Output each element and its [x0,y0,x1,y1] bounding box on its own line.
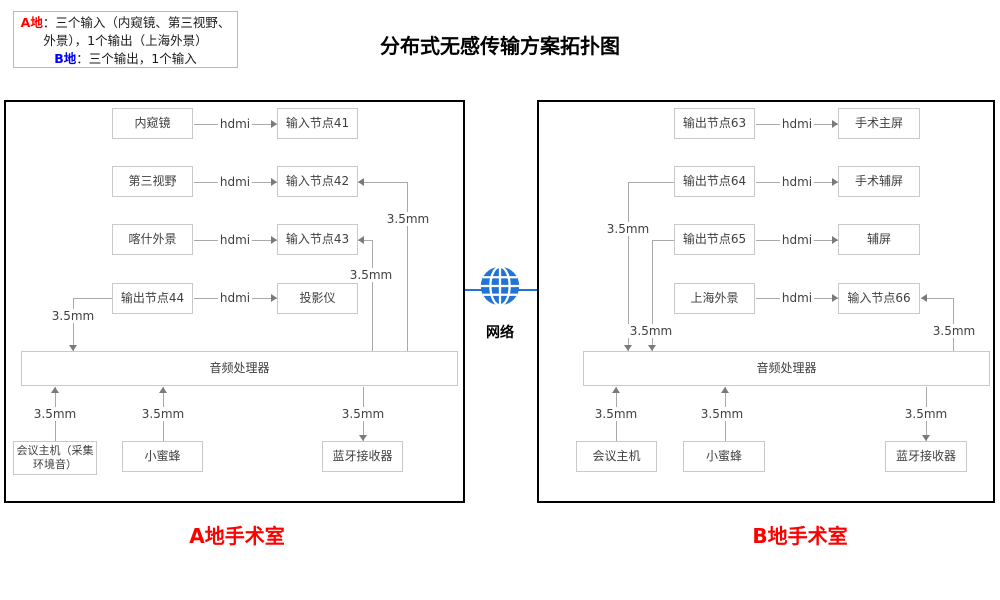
caption-site-a: A地手术室 [189,524,285,548]
audio-jack-label: 3.5mm [31,407,79,421]
node-shanghai-exterior: 上海外景 [674,283,755,314]
audio-jack-label: 3.5mm [49,309,97,323]
node-lavalier-mic-a: 小蜜蜂 [122,441,203,472]
node-third-view: 第三视野 [112,166,193,197]
audio-jack-label: 3.5mm [627,324,675,338]
arrow-down-icon [359,435,367,441]
legend-box: A地：三个输入（内窥镜、第三视野、 外景），1个输出（上海外景） B地：三个输出… [13,11,238,68]
caption-site-b: B地手术室 [752,524,848,548]
audio-jack-label: 3.5mm [347,268,395,282]
audio-jack-label: 3.5mm [339,407,387,421]
hdmi-label: hdmi [779,175,815,189]
audio-line-a-node44 [73,298,112,299]
legend-line-2: 外景），1个输出（上海外景） [43,33,208,48]
node-input-node-42: 输入节点42 [277,166,358,197]
node-output-node-44: 输出节点44 [112,283,193,314]
audio-jack-label: 3.5mm [902,407,950,421]
arrow-left-icon [358,236,364,244]
audio-line-b-node66 [921,298,953,299]
hdmi-label: hdmi [779,233,815,247]
arrow-down-icon [69,345,77,351]
audio-jack-label: 3.5mm [604,222,652,236]
node-conference-host-b: 会议主机 [576,441,657,472]
audio-line-a-node43 [372,240,373,351]
arrow-right-icon [271,120,277,128]
audio-jack-label: 3.5mm [139,407,187,421]
node-projector: 投影仪 [277,283,358,314]
arrow-up-icon [159,387,167,393]
audio-jack-label: 3.5mm [592,407,640,421]
arrow-up-icon [51,387,59,393]
node-surgery-main-screen: 手术主屏 [838,108,920,139]
hdmi-label: hdmi [779,117,815,131]
audio-line-a-node44 [73,298,74,351]
hdmi-label: hdmi [217,233,253,247]
arrow-right-icon [832,120,838,128]
legend-line-3: B地：三个输出，1个输入 [54,51,197,66]
legend-line-1: A地：三个输入（内窥镜、第三视野、 [20,15,231,30]
node-lavalier-mic-b: 小蜜蜂 [683,441,765,472]
audio-jack-label: 3.5mm [698,407,746,421]
hdmi-label: hdmi [217,291,253,305]
node-input-node-66: 输入节点66 [838,283,920,314]
audio-jack-label: 3.5mm [384,212,432,226]
arrow-down-icon [648,345,656,351]
node-endoscope: 内窥镜 [112,108,193,139]
node-bluetooth-receiver-a: 蓝牙接收器 [322,441,403,472]
legend-site-b-label: B地 [54,51,77,66]
audio-line-b-node64 [628,182,629,351]
hdmi-label: hdmi [779,291,815,305]
audio-line-b-node65 [652,240,653,351]
audio-line-b-node65 [652,240,674,241]
node-output-node-64: 输出节点64 [674,166,755,197]
arrow-down-icon [922,435,930,441]
node-audio-processor-b: 音频处理器 [583,351,990,386]
arrow-right-icon [271,236,277,244]
audio-jack-label: 3.5mm [930,324,978,338]
globe-icon [479,265,521,311]
arrow-left-icon [358,178,364,186]
audio-line-a-node42 [358,182,407,183]
node-output-node-63: 输出节点63 [674,108,755,139]
node-conference-host-a: 会议主机（采集环境音） [13,441,97,475]
arrow-right-icon [832,294,838,302]
node-bluetooth-receiver-b: 蓝牙接收器 [885,441,967,472]
node-aux-screen: 辅屏 [838,224,920,255]
arrow-right-icon [832,178,838,186]
arrow-right-icon [832,236,838,244]
arrow-up-icon [721,387,729,393]
node-audio-processor-a: 音频处理器 [21,351,458,386]
hdmi-label: hdmi [217,117,253,131]
audio-line-a-node42 [407,182,408,351]
arrow-left-icon [921,294,927,302]
legend-site-a-label: A地 [20,15,43,30]
node-kashgar-exterior: 喀什外景 [112,224,193,255]
network-label: 网络 [486,325,514,341]
hdmi-label: hdmi [217,175,253,189]
audio-line-b-node64 [628,182,674,183]
arrow-right-icon [271,294,277,302]
node-surgery-aux-screen: 手术辅屏 [838,166,920,197]
node-input-node-41: 输入节点41 [277,108,358,139]
arrow-up-icon [612,387,620,393]
page-title: 分布式无感传输方案拓扑图 [380,34,620,58]
node-output-node-65: 输出节点65 [674,224,755,255]
audio-line-a-node43 [358,240,372,241]
arrow-down-icon [624,345,632,351]
arrow-right-icon [271,178,277,186]
node-input-node-43: 输入节点43 [277,224,358,255]
